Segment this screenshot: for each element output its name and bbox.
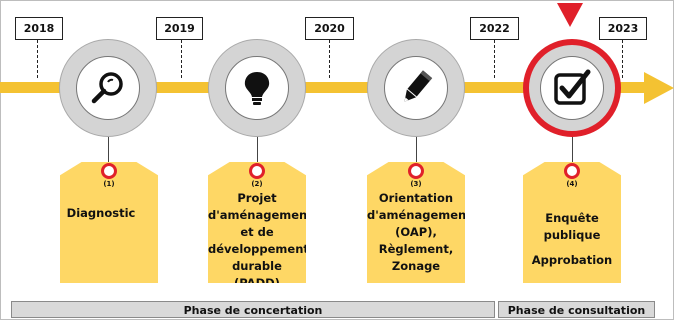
lightbulb-icon bbox=[244, 72, 270, 105]
year-label-2020: 2020 bbox=[305, 17, 354, 40]
step-2-line-4: développement bbox=[208, 242, 309, 256]
step-2-line-3: et de bbox=[240, 225, 274, 239]
step-1-stem bbox=[108, 135, 109, 162]
step-2-circle bbox=[208, 39, 306, 137]
year-tick-2022 bbox=[494, 40, 495, 78]
year-tick-2023 bbox=[622, 40, 623, 78]
step-2-tag: (2) Projet d'aménagement et de développe… bbox=[208, 162, 306, 283]
phase-consultation: Phase de consultation bbox=[498, 301, 655, 318]
step-1-number: (1) bbox=[103, 180, 115, 188]
step-2-ring bbox=[249, 163, 265, 179]
step-2-stem bbox=[257, 135, 258, 162]
checkbox-icon bbox=[554, 69, 591, 105]
year-label-2018: 2018 bbox=[15, 17, 63, 40]
step-2-line-5: durable (PADD) bbox=[232, 259, 282, 290]
step-3-circle bbox=[367, 39, 465, 137]
step-1-tag: (1) Diagnostic bbox=[60, 162, 158, 283]
step-2-line-2: d'aménagement bbox=[208, 208, 313, 222]
pencil-icon bbox=[404, 70, 433, 102]
step-4-line-1: Enquête bbox=[545, 211, 599, 225]
step-3-line-3: (OAP), bbox=[395, 225, 437, 239]
year-label-2019: 2019 bbox=[156, 17, 203, 40]
step-1-icon-disc bbox=[76, 56, 140, 120]
step-4-icon-disc bbox=[540, 56, 604, 120]
magnifier-icon bbox=[91, 72, 123, 104]
step-4-line-4: Approbation bbox=[531, 253, 613, 267]
step-4-circle bbox=[523, 39, 621, 137]
step-2-line-1: Projet bbox=[237, 191, 277, 205]
step-3-line-2: d'aménagement bbox=[367, 208, 472, 222]
step-3-line-5: Zonage bbox=[391, 259, 441, 273]
step-3-line-1: Orientation bbox=[378, 191, 454, 205]
year-label-2023: 2023 bbox=[599, 17, 647, 40]
year-label-2022: 2022 bbox=[470, 17, 519, 40]
year-tick-2020 bbox=[329, 40, 330, 78]
step-3-tag: (3) Orientation d'aménagement (OAP), Règ… bbox=[367, 162, 465, 283]
step-1-ring bbox=[101, 163, 117, 179]
year-tick-2019 bbox=[181, 40, 182, 78]
current-step-marker bbox=[557, 3, 583, 27]
step-3-stem bbox=[416, 135, 417, 162]
phase-concertation: Phase de concertation bbox=[11, 301, 495, 318]
step-3-ring bbox=[408, 163, 424, 179]
step-4-tag: (4) Enquête publique Approbation bbox=[523, 162, 621, 283]
year-tick-2018 bbox=[37, 40, 38, 78]
step-4-number: (4) bbox=[566, 180, 578, 188]
step-3-line-4: Règlement, bbox=[378, 242, 454, 256]
step-4-stem bbox=[572, 135, 573, 162]
step-1-label: Diagnostic bbox=[66, 206, 136, 220]
step-3-number: (3) bbox=[410, 180, 422, 188]
timeline-arrow-head bbox=[644, 72, 674, 104]
step-2-icon-disc bbox=[225, 56, 289, 120]
step-4-ring bbox=[564, 163, 580, 179]
step-4-line-3 bbox=[523, 244, 621, 252]
step-2-number: (2) bbox=[251, 180, 263, 188]
step-3-icon-disc bbox=[384, 56, 448, 120]
timeline-line bbox=[0, 82, 650, 93]
step-4-line-2: publique bbox=[543, 228, 601, 242]
step-1-circle bbox=[59, 39, 157, 137]
